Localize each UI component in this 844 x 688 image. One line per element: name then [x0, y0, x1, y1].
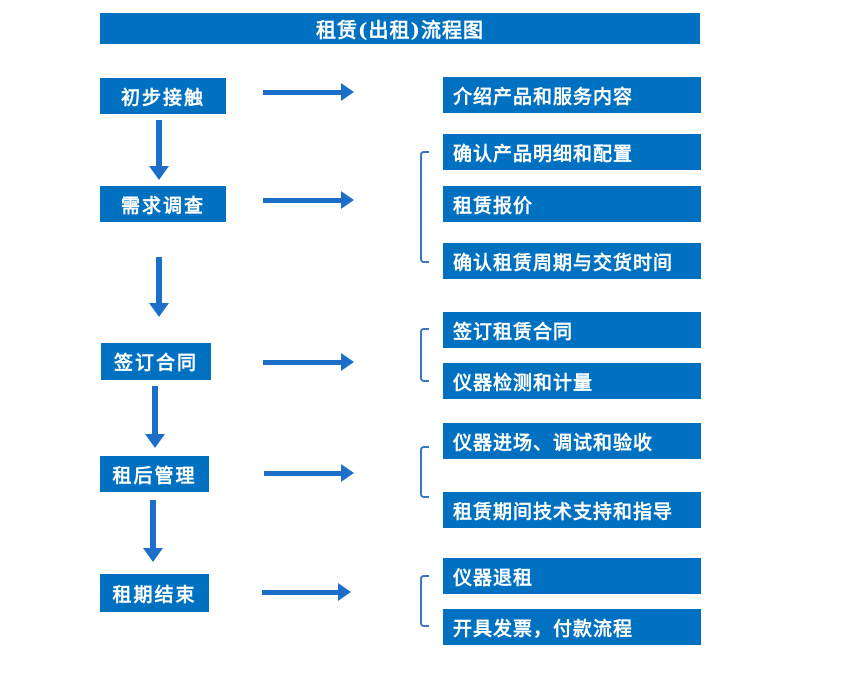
- down-arrow-head: [145, 434, 165, 448]
- detail-box-instrument-return: 仪器退租: [443, 558, 701, 594]
- right-arrow-head: [341, 83, 354, 101]
- down-arrow-head: [149, 303, 169, 317]
- detail-box-invoice-payment: 开具发票，付款流程: [443, 609, 701, 645]
- step-box-initial-contact: 初步接触: [100, 78, 226, 114]
- group-bracket-sign-contract: [420, 328, 429, 382]
- detail-box-instrument-setup: 仪器进场、调试和验收: [443, 423, 701, 459]
- down-arrow-shaft: [156, 120, 162, 166]
- right-arrow-1: [263, 83, 354, 101]
- right-arrow-4: [264, 464, 354, 482]
- right-arrow-3: [263, 353, 354, 371]
- step-box-post-rental-mgmt: 租后管理: [100, 456, 209, 492]
- right-arrow-shaft: [262, 589, 338, 595]
- right-arrow-head: [338, 583, 351, 601]
- detail-box-confirm-config: 确认产品明细和配置: [443, 134, 701, 170]
- flowchart-title: 租赁(出租)流程图: [100, 13, 700, 44]
- right-arrow-shaft: [263, 89, 341, 95]
- right-arrow-5: [262, 583, 351, 601]
- down-arrow-head: [143, 548, 163, 562]
- detail-box-intro-products: 介绍产品和服务内容: [443, 77, 701, 113]
- down-arrow-1: [148, 120, 170, 180]
- group-bracket-demand-survey: [420, 151, 429, 263]
- down-arrow-3: [144, 386, 166, 448]
- detail-box-instrument-check: 仪器检测和计量: [443, 363, 701, 399]
- right-arrow-shaft: [264, 470, 341, 476]
- down-arrow-shaft: [152, 386, 158, 434]
- down-arrow-2: [148, 257, 170, 317]
- right-arrow-shaft: [263, 359, 341, 365]
- right-arrow-head: [341, 353, 354, 371]
- down-arrow-shaft: [150, 500, 156, 548]
- step-box-demand-survey: 需求调查: [100, 186, 226, 222]
- down-arrow-4: [142, 500, 164, 562]
- down-arrow-shaft: [156, 257, 162, 303]
- right-arrow-head: [341, 191, 354, 209]
- right-arrow-2: [263, 191, 354, 209]
- down-arrow-head: [149, 166, 169, 180]
- detail-box-sign-lease: 签订租赁合同: [443, 312, 701, 348]
- detail-box-confirm-period: 确认租赁周期与交货时间: [443, 243, 701, 279]
- detail-box-tech-support: 租赁期间技术支持和指导: [443, 492, 701, 528]
- group-bracket-rental-end: [420, 575, 429, 627]
- group-bracket-post-rental-mgmt: [420, 446, 429, 498]
- detail-box-rental-quote: 租赁报价: [443, 186, 701, 222]
- right-arrow-head: [341, 464, 354, 482]
- step-box-rental-end: 租期结束: [100, 574, 209, 612]
- right-arrow-shaft: [263, 197, 341, 203]
- step-box-sign-contract: 签订合同: [101, 343, 211, 380]
